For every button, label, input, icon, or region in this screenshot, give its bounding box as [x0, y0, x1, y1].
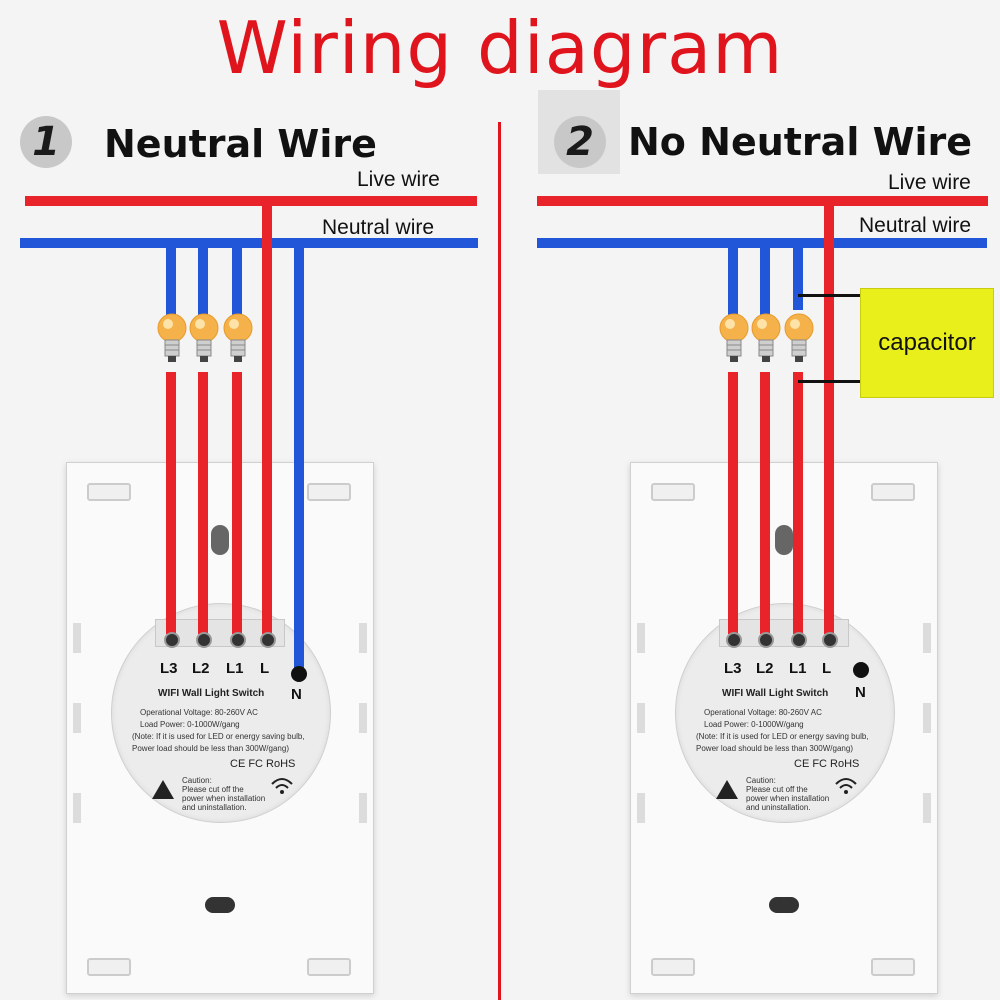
right-load-wire-l2: [760, 372, 770, 634]
bulb-icon: [157, 313, 187, 362]
terminal-screw: [791, 632, 807, 648]
module-caution4: and uninstallation.: [182, 803, 247, 812]
right-neutral-drop-l1: [793, 240, 803, 310]
terminal-screw: [164, 632, 180, 648]
capacitor-lead-bottom: [798, 380, 860, 383]
terminal-label-l1: L1: [226, 660, 244, 677]
module-caution2: Please cut off the: [746, 785, 808, 794]
terminal-label-l3: L3: [160, 660, 178, 677]
neutral-terminal-dot: [853, 662, 869, 678]
module-title: WIFI Wall Light Switch: [158, 688, 265, 699]
module-caution1: Caution:: [746, 776, 776, 785]
module-caution3: power when installation: [746, 794, 830, 803]
capacitor-label: capacitor: [878, 329, 976, 356]
left-load-wire-l1: [232, 372, 242, 634]
terminal-label-l3: L3: [724, 660, 742, 677]
terminal-screw: [758, 632, 774, 648]
warning-icon: [152, 780, 174, 799]
diagram-title: Wiring diagram: [216, 6, 784, 90]
bulb-icon: [223, 313, 253, 362]
step-badge-2: 2: [554, 116, 606, 168]
left-load-wire-l2: [198, 372, 208, 634]
module-caution2: Please cut off the: [182, 785, 244, 794]
right-live-wire: [537, 196, 988, 206]
right-load-wire-l1: [793, 372, 803, 634]
mount-slot: [211, 525, 229, 555]
module-note1: (Note: If it is used for LED or energy s…: [696, 732, 869, 741]
terminal-screw: [260, 632, 276, 648]
right-neutral-label: Neutral wire: [859, 214, 972, 237]
module-voltage: Operational Voltage: 80-260V AC: [704, 708, 822, 717]
module-load: Load Power: 0-1000W/gang: [704, 720, 804, 729]
terminal-label-l1: L1: [789, 660, 807, 677]
module-voltage: Operational Voltage: 80-260V AC: [140, 708, 258, 717]
terminal-screw: [196, 632, 212, 648]
module-title: WIFI Wall Light Switch: [722, 688, 829, 699]
terminal-screw: [726, 632, 742, 648]
module-caution3: power when installation: [182, 794, 266, 803]
terminal-label-l: L: [260, 660, 270, 677]
right-neutral-drop-l2: [760, 240, 770, 320]
left-live-wire: [25, 196, 477, 206]
mount-hole: [769, 897, 799, 913]
right-heading: No Neutral Wire: [628, 120, 973, 164]
left-neutral-drop-l2: [198, 240, 208, 320]
wifi-icon: [835, 778, 857, 794]
left-neutral-drop-n: [294, 240, 304, 668]
bulb-icon: [784, 313, 814, 362]
module-note2: Power load should be less than 300W/gang…: [696, 744, 853, 753]
warning-icon: [716, 780, 738, 799]
left-neutral-wire: [20, 238, 478, 248]
right-neutral-drop-l3: [728, 240, 738, 320]
capacitor-lead-top: [798, 294, 860, 297]
bulb-icon: [189, 313, 219, 362]
terminal-label-l: L: [822, 660, 832, 677]
left-load-wire-l3: [166, 372, 176, 634]
module-caution4: and uninstallation.: [746, 803, 811, 812]
left-switch-plate: WIFI Wall Light Switch Operational Volta…: [66, 462, 374, 994]
terminal-label-l2: L2: [756, 660, 774, 677]
terminal-label-n: N: [291, 686, 302, 703]
left-heading: Neutral Wire: [104, 122, 377, 166]
right-live-drop: [824, 200, 834, 634]
section-divider: [498, 122, 501, 1000]
right-switch-plate: WIFI Wall Light Switch Operational Volta…: [630, 462, 938, 994]
module-load: Load Power: 0-1000W/gang: [140, 720, 240, 729]
module-certs: CE FC RoHS: [794, 758, 860, 770]
module-caution1: Caution:: [182, 776, 212, 785]
module-note1: (Note: If it is used for LED or energy s…: [132, 732, 305, 741]
left-neutral-label: Neutral wire: [322, 216, 435, 239]
mount-slot: [775, 525, 793, 555]
module-certs: CE FC RoHS: [230, 758, 296, 770]
left-neutral-drop-l1: [232, 240, 242, 320]
terminal-label-l2: L2: [192, 660, 210, 677]
capacitor: capacitor: [860, 288, 994, 398]
right-live-label: Live wire: [888, 171, 971, 194]
module-note2: Power load should be less than 300W/gang…: [132, 744, 289, 753]
right-load-wire-l3: [728, 372, 738, 634]
terminal-screw: [230, 632, 246, 648]
left-live-drop: [262, 200, 272, 634]
left-neutral-drop-l3: [166, 240, 176, 320]
bulb-icon: [719, 313, 749, 362]
neutral-terminal-dot: [291, 666, 307, 682]
terminal-screw: [822, 632, 838, 648]
left-live-label: Live wire: [357, 168, 440, 191]
terminal-label-n: N: [855, 684, 866, 701]
mount-hole: [205, 897, 235, 913]
step-badge-1: 1: [20, 116, 72, 168]
wifi-icon: [271, 778, 293, 794]
bulb-icon: [751, 313, 781, 362]
